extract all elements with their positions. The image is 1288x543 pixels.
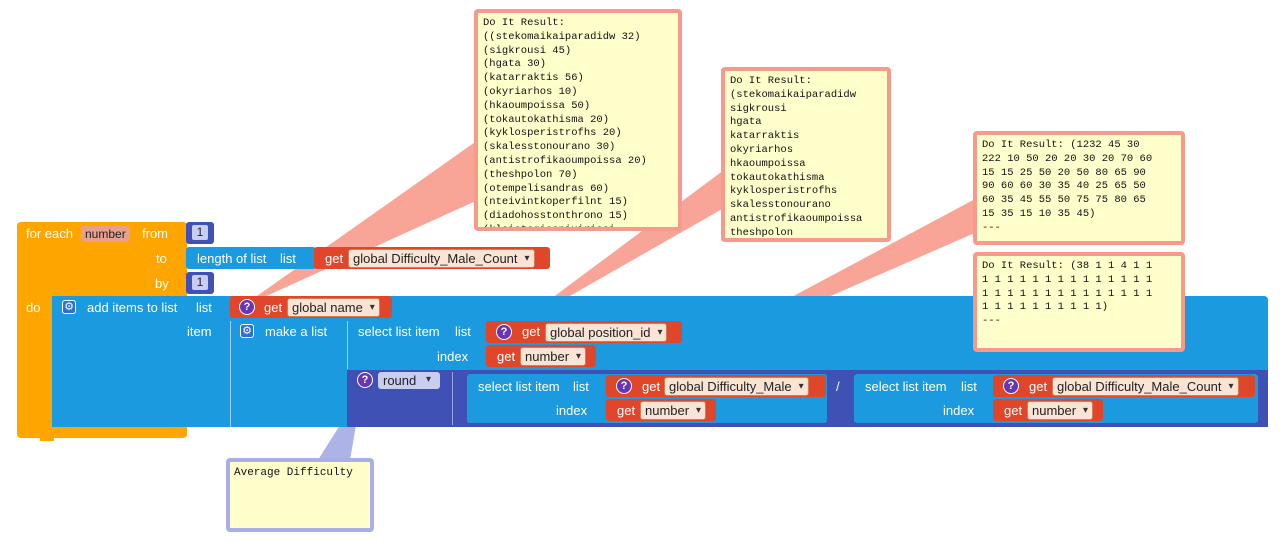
do-label: do <box>26 300 41 315</box>
variable-dropdown[interactable]: number <box>640 401 707 420</box>
variable-dropdown[interactable]: number <box>520 347 587 366</box>
variable-dropdown[interactable]: global Difficulty_Male <box>664 377 809 396</box>
get-label: get <box>497 349 516 364</box>
comment-bubble[interactable]: Average Difficulty <box>226 458 374 532</box>
make-a-list-label: make a list <box>265 324 328 339</box>
select-list-label: list <box>455 324 471 339</box>
do-it-result-bubble-position: Do It Result: (stekomaikaiparadidw sigkr… <box>721 67 891 242</box>
length-of-list-block[interactable] <box>186 247 316 269</box>
by-label: by <box>155 276 169 291</box>
variable-dropdown[interactable]: global name <box>287 298 380 317</box>
help-icon[interactable]: ? <box>616 378 632 394</box>
to-label: to <box>156 251 167 266</box>
select-list-item-label: select list item <box>358 324 440 339</box>
help-icon[interactable]: ? <box>1003 378 1019 394</box>
get-label: get <box>617 403 636 418</box>
do-it-result-bubble-count: Do It Result: (38 1 1 4 1 1 1 1 1 1 1 1 … <box>973 252 1185 352</box>
from-label: from <box>142 226 168 241</box>
variable-dropdown[interactable]: global position_id <box>545 323 668 342</box>
mutator-gear-icon[interactable]: ⚙ <box>240 324 254 338</box>
select-index-label: index <box>556 403 588 418</box>
callout-tail-name <box>240 140 478 308</box>
select-list-label: list <box>961 379 977 394</box>
do-it-result-bubble-name: Do It Result: ((stekomaikaiparadidw 32) … <box>474 9 682 231</box>
add-items-list-label: list <box>196 300 212 315</box>
select-list-item-label: select list item <box>865 379 947 394</box>
round-dropdown[interactable] <box>378 372 440 389</box>
from-number-field[interactable]: 1 <box>192 225 208 240</box>
add-items-label: add items to list <box>87 300 178 315</box>
help-icon[interactable]: ? <box>496 324 512 340</box>
by-number-field[interactable]: 1 <box>192 275 208 290</box>
do-it-result-bubble-difficulty: Do It Result: (1232 45 30 222 10 50 20 2… <box>973 131 1185 245</box>
get-label: get <box>642 379 661 394</box>
variable-dropdown[interactable]: global Difficulty_Male_Count <box>1052 377 1239 396</box>
get-label: get <box>264 300 283 315</box>
for-each-tab <box>40 437 54 441</box>
select-position-block[interactable] <box>347 321 482 369</box>
add-items-left <box>52 296 232 427</box>
round-label: round <box>383 373 417 388</box>
variable-dropdown[interactable]: global Difficulty_Male_Count <box>348 249 535 268</box>
make-a-list-block[interactable] <box>230 321 1268 427</box>
select-index-label: index <box>437 349 469 364</box>
divide-operator: / <box>836 379 840 394</box>
select-index-label: index <box>943 403 975 418</box>
help-icon[interactable]: ? <box>357 372 373 388</box>
select-list-item-label: select list item <box>478 379 560 394</box>
mutator-gear-icon[interactable]: ⚙ <box>62 300 76 314</box>
add-items-item-label: item <box>187 324 212 339</box>
round-divider <box>452 372 453 425</box>
for-each-variable-field[interactable]: number <box>81 226 130 242</box>
get-label: get <box>325 251 344 266</box>
select-list-label: list <box>573 379 589 394</box>
length-list-label: list <box>280 251 296 266</box>
get-label: get <box>522 324 541 339</box>
help-icon[interactable]: ? <box>239 299 255 315</box>
length-of-list-label: length of list <box>197 251 267 266</box>
chevron-down-icon: ▾ <box>426 374 432 385</box>
variable-dropdown[interactable]: number <box>1027 401 1094 420</box>
get-label: get <box>1029 379 1048 394</box>
get-label: get <box>1004 403 1023 418</box>
for-each-label: for each <box>26 226 73 241</box>
